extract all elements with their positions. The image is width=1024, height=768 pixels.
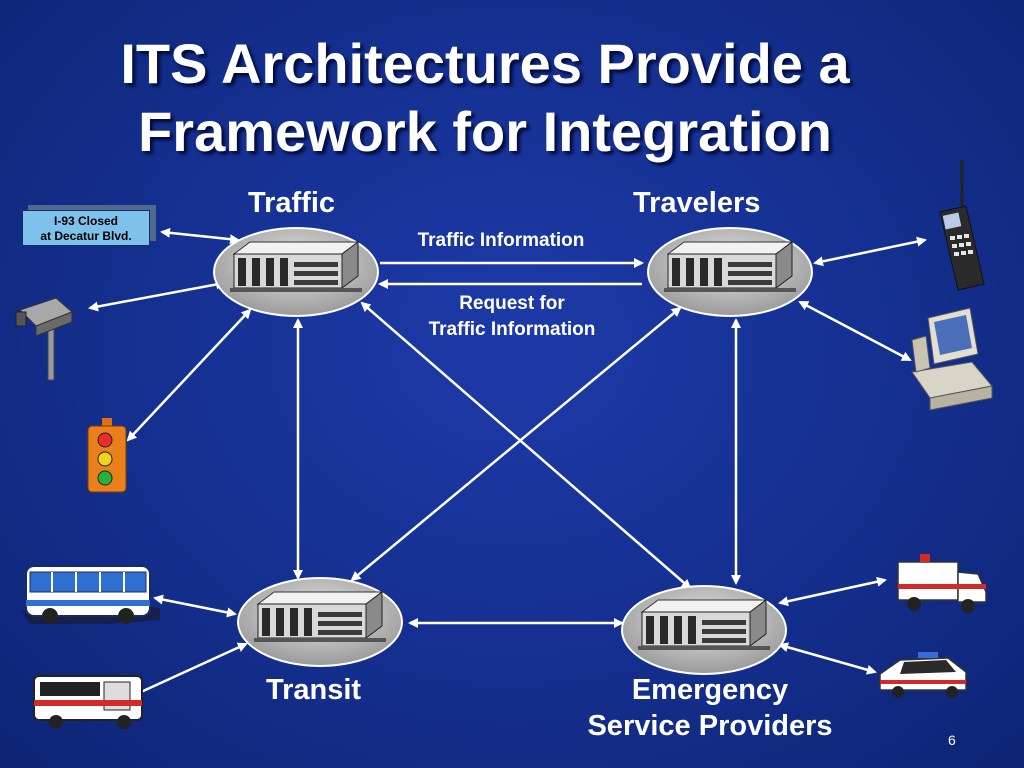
building-icon — [663, 241, 797, 293]
message-sign-icon: I-93 Closed at Decatur Blvd. — [22, 210, 150, 246]
node-traffic — [213, 227, 379, 317]
arrow-traffic-emergency — [360, 301, 692, 590]
node-label-travelers: Travelers — [633, 187, 761, 219]
building-icon — [253, 591, 387, 643]
connection-arrows — [88, 227, 927, 699]
node-label-traffic: Traffic — [248, 187, 336, 219]
flow-label-request: Request for Traffic Information — [400, 291, 624, 343]
page-number: 6 — [948, 732, 956, 748]
sign-line-1: I-93 Closed — [53, 214, 119, 228]
arrow-emergency-police — [778, 642, 877, 675]
node-label-emergency: Emergency Service Providers — [560, 672, 860, 744]
title-line-1: ITS Architectures Provide a — [120, 32, 850, 95]
arrow-travelers-phone — [813, 236, 927, 267]
arrow-travelers-transit — [350, 306, 682, 582]
node-emergency — [621, 585, 787, 675]
arrow-sign-traffic — [160, 227, 240, 245]
flow-label-request-line-2: Traffic Information — [428, 319, 596, 340]
traffic-camera-icon — [15, 297, 73, 381]
arrow-bus-transit — [153, 594, 237, 618]
cell-phone-icon — [939, 160, 985, 291]
traffic-signal-icon — [87, 418, 127, 493]
title-line-2: Framework for Integration — [138, 100, 832, 163]
ambulance-icon — [897, 554, 987, 613]
arrow-travelers-computer — [798, 300, 912, 362]
arrow-signal-traffic — [126, 308, 252, 442]
node-transit — [237, 577, 403, 667]
desktop-computer-icon — [911, 307, 993, 411]
transit-bus-icon — [22, 565, 160, 624]
sign-line-2: at Decatur Blvd. — [40, 229, 132, 243]
node-label-emergency-line-2: Service Providers — [587, 710, 833, 742]
building-icon — [229, 241, 363, 293]
slide-title: ITS Architectures Provide a Framework fo… — [0, 30, 970, 166]
node-travelers — [647, 227, 813, 317]
node-label-emergency-line-1: Emergency — [631, 674, 789, 706]
building-icon — [637, 599, 771, 651]
arrow-emergency-ambulance — [778, 576, 887, 607]
node-label-transit: Transit — [266, 674, 362, 706]
arrow-van-transit — [128, 642, 248, 699]
police-car-icon — [879, 652, 967, 698]
flow-label-traffic-information: Traffic Information — [417, 230, 585, 251]
shuttle-van-icon — [33, 675, 143, 729]
flow-label-request-line-1: Request for — [459, 293, 565, 314]
arrow-camera-traffic — [88, 279, 226, 312]
